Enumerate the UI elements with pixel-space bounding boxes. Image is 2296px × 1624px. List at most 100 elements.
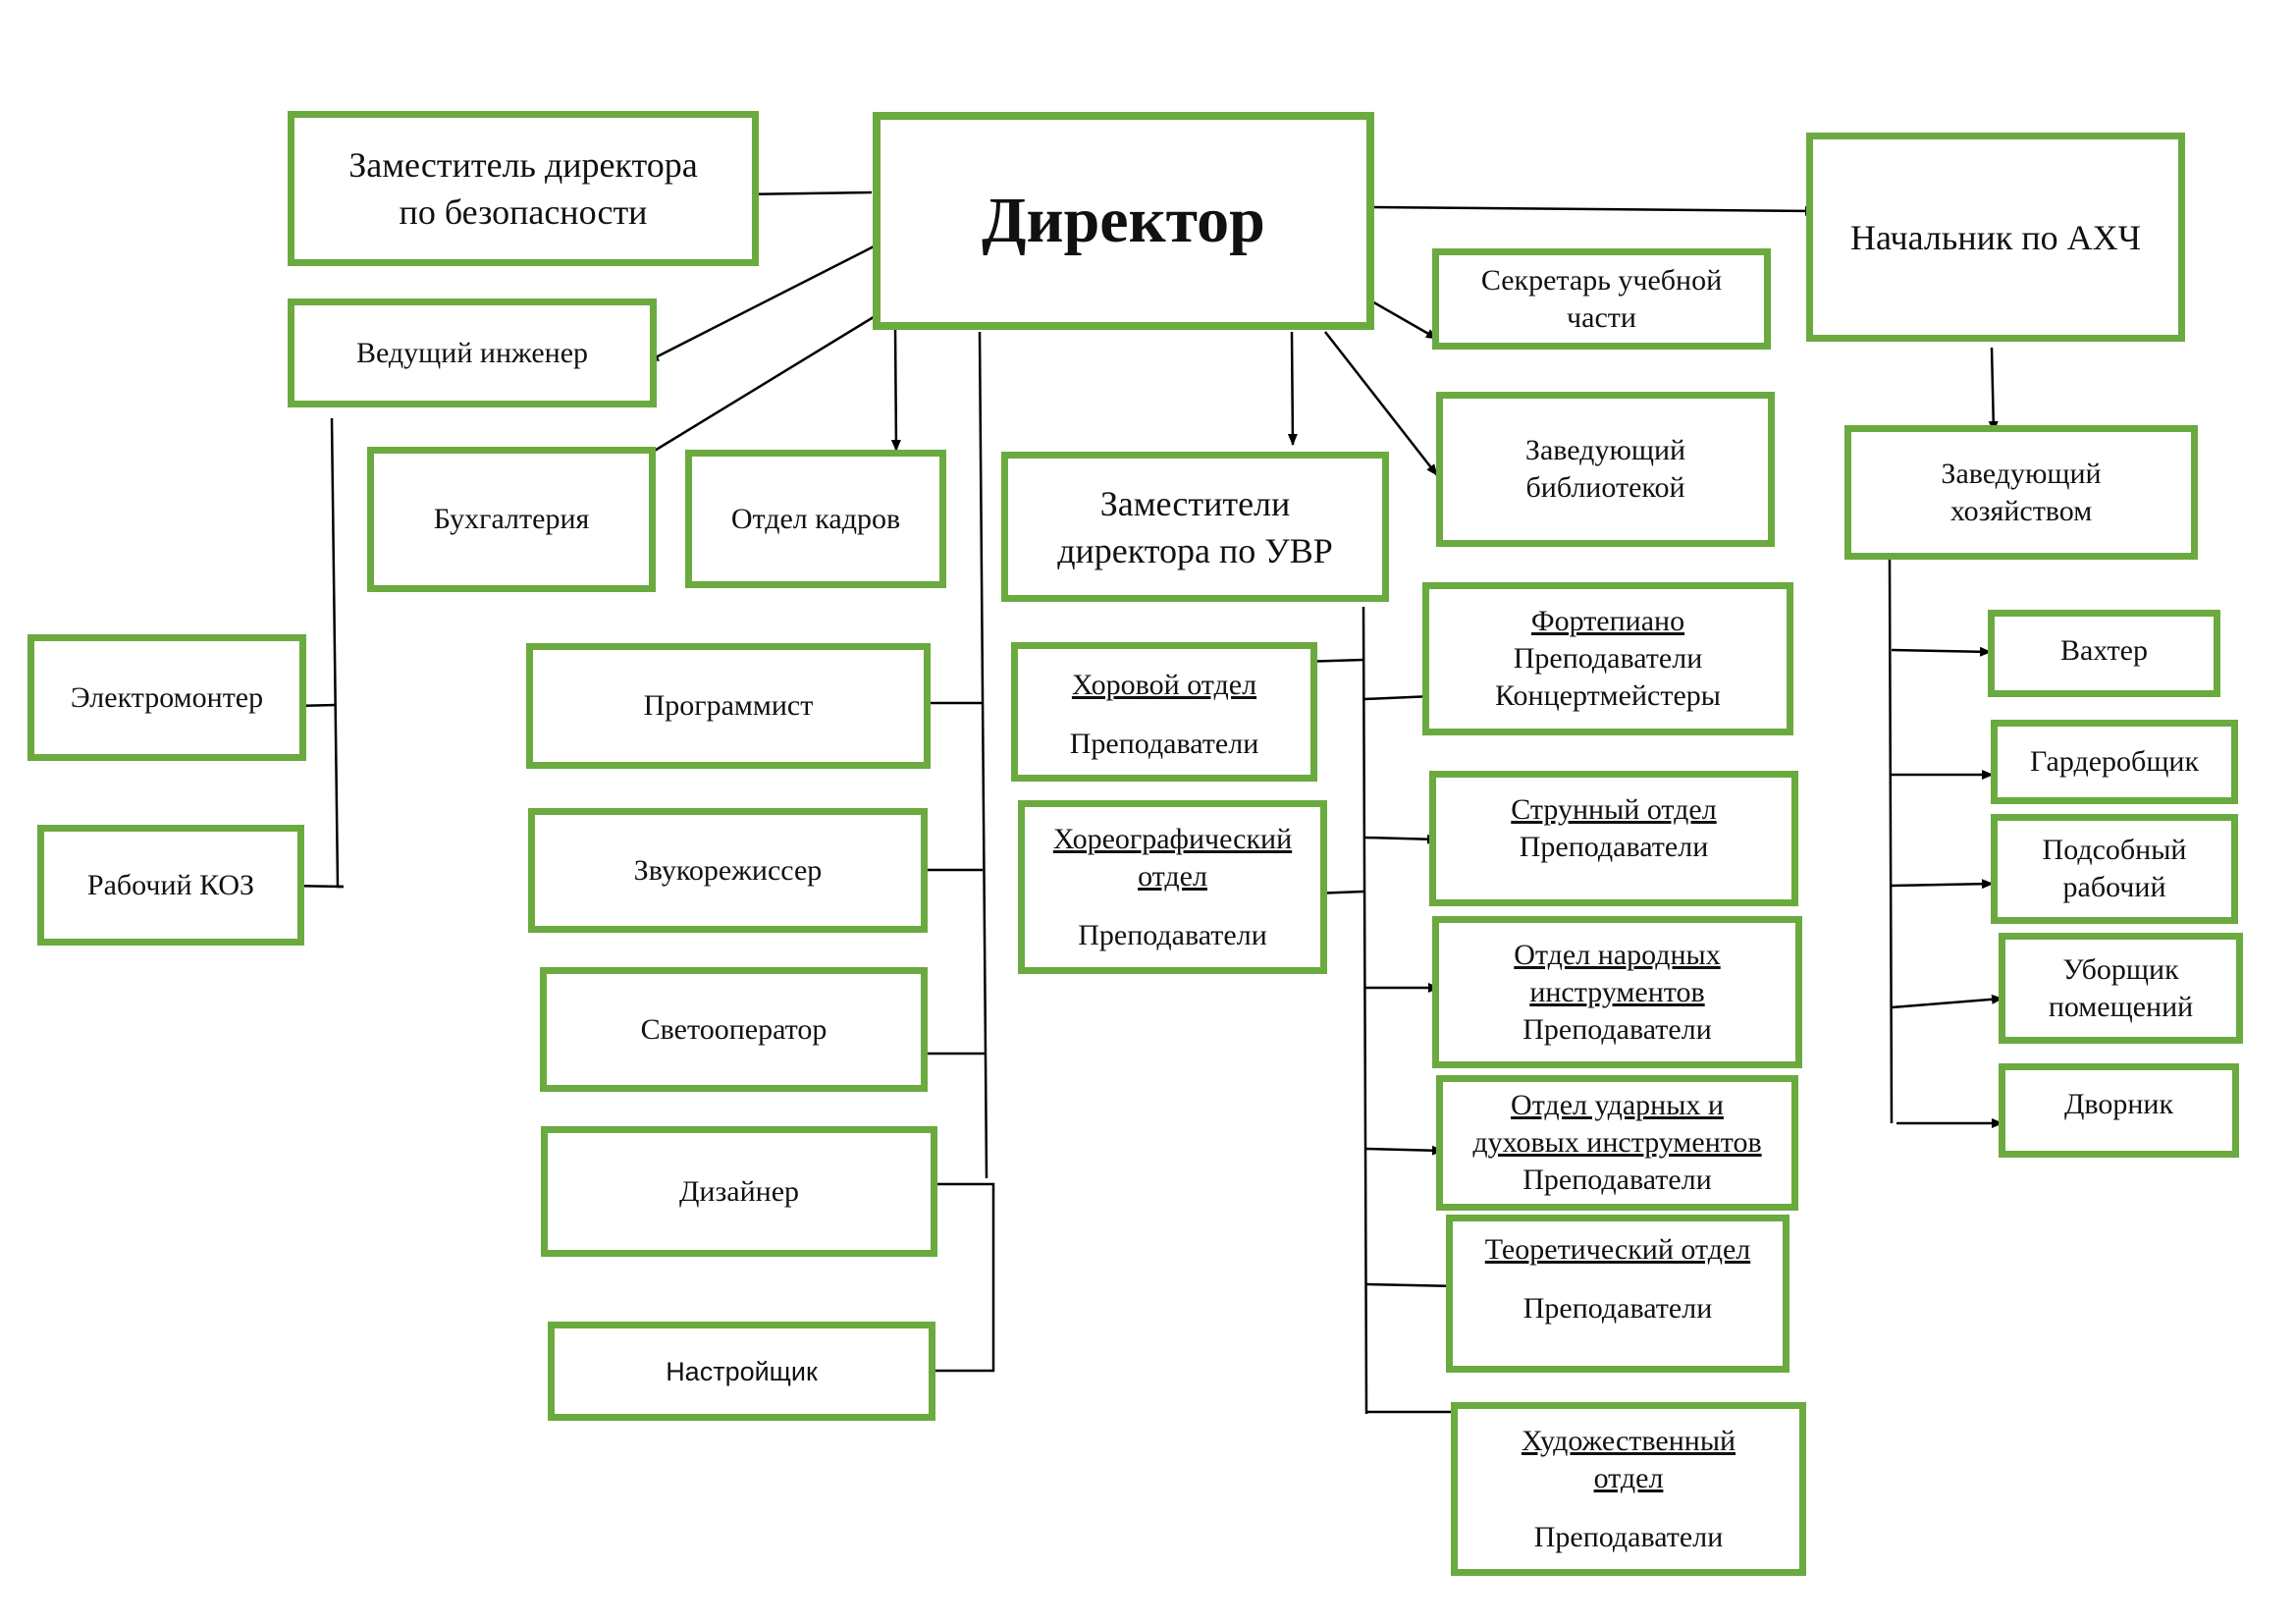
node-choir-title: Хоровой отдел — [1071, 669, 1257, 701]
arrow-director-deputy-uvr — [1287, 331, 1298, 446]
node-cloakroom: Гардеробщик — [1991, 720, 2238, 804]
line-household-branch — [1888, 559, 1894, 1124]
node-strings-title: Струнный отдел — [1511, 793, 1717, 826]
arrow-director-engineer — [647, 240, 884, 363]
node-piano-staff-line1: Преподаватели — [1513, 642, 1703, 675]
node-janitor: Дворник — [1999, 1063, 2239, 1158]
node-secretary-line1: Секретарь учебной — [1480, 263, 1723, 297]
node-tuner: Настройщик — [548, 1322, 935, 1421]
node-accounting: Бухгалтерия — [367, 447, 656, 592]
node-worker-koz-label: Рабочий КОЗ — [86, 868, 255, 901]
node-sound-engineer-label: Звукорежиссер — [633, 853, 823, 887]
node-tuner-label: Настройщик — [666, 1356, 818, 1386]
node-secretary-line2: части — [1567, 300, 1636, 334]
arrow-director-accounting — [639, 310, 882, 461]
node-strings-dept: Струнный отдел Преподаватели — [1429, 771, 1798, 906]
node-piano-title: Фортепиано — [1530, 605, 1685, 637]
node-deputy-security-line2: по безопасности — [399, 192, 648, 232]
node-light-operator: Светооператор — [540, 967, 928, 1092]
node-percussion-dept: Отдел ударных и духовых инструментов Пре… — [1436, 1075, 1798, 1211]
node-light-operator-label: Светооператор — [640, 1012, 828, 1046]
node-choreo-dept: Хореографический отдел Преподаватели — [1018, 800, 1327, 974]
arrow-ahch-household — [1988, 347, 1999, 433]
node-percussion-title-line2: духовых инструментов — [1472, 1126, 1762, 1159]
node-percussion-staff: Преподаватели — [1522, 1164, 1712, 1196]
node-director: Директор — [873, 112, 1374, 330]
arrow-to-watchman — [1891, 646, 1992, 657]
node-head-ahch: Начальник по АХЧ — [1806, 133, 2185, 342]
node-percussion-title-line1: Отдел ударных и — [1511, 1089, 1724, 1121]
arrow-to-tuner — [916, 1182, 995, 1376]
node-director-label: Директор — [982, 185, 1265, 256]
node-deputy-uvr: Заместители директора по УВР — [1001, 452, 1389, 602]
node-art-title-line2: отдел — [1593, 1461, 1664, 1494]
node-worker-koz: Рабочий КОЗ — [37, 825, 304, 946]
node-household-head: Заведующий хозяйством — [1844, 425, 2198, 560]
arrow-director-security — [737, 189, 873, 199]
node-choir-dept: Хоровой отдел Преподаватели — [1011, 642, 1317, 782]
arrow-to-theory — [1365, 1280, 1459, 1291]
node-piano-dept: Фортепиано Преподаватели Концертмейстеры — [1422, 582, 1793, 735]
node-art-title-line1: Художественный — [1521, 1424, 1736, 1457]
node-electrician-label: Электромонтер — [70, 680, 264, 714]
node-watchman-label: Вахтер — [2059, 634, 2148, 667]
node-household-head-line1: Заведующий — [1941, 457, 2102, 490]
node-librarian: Заведующий библиотекой — [1436, 392, 1775, 547]
arrow-to-strings — [1363, 834, 1439, 844]
node-accounting-label: Бухгалтерия — [433, 503, 590, 535]
node-folk-staff: Преподаватели — [1522, 1012, 1712, 1046]
node-choir-staff: Преподаватели — [1069, 728, 1259, 760]
node-choreo-title-line2: отдел — [1138, 859, 1207, 893]
arrow-director-librarian — [1324, 331, 1438, 476]
node-piano-staff-line2: Концертмейстеры — [1495, 679, 1721, 712]
arrow-to-percussion — [1364, 1145, 1444, 1156]
arrow-to-handyman — [1891, 879, 1994, 890]
node-hr: Отдел кадров — [685, 450, 946, 588]
node-librarian-line1: Заведующий — [1524, 434, 1686, 466]
node-deputy-uvr-line1: Заместители — [1099, 483, 1291, 523]
node-head-ahch-label: Начальник по АХЧ — [1850, 217, 2141, 257]
node-programmer: Программист — [526, 643, 931, 769]
arrow-to-piano — [1363, 691, 1434, 702]
node-folk-dept: Отдел народных инструментов Преподавател… — [1432, 916, 1802, 1068]
node-librarian-line2: библиотекой — [1525, 471, 1685, 504]
node-electrician: Электромонтер — [27, 634, 306, 761]
node-folk-title-line2: инструментов — [1529, 975, 1705, 1008]
node-deputy-uvr-line2: директора по УВР — [1057, 530, 1333, 570]
node-handyman: Подсобный рабочий — [1991, 814, 2238, 924]
node-designer: Дизайнер — [541, 1126, 937, 1257]
node-lead-engineer: Ведущий инженер — [288, 298, 657, 407]
node-theory-title: Теоретический отдел — [1484, 1233, 1751, 1266]
arrow-director-ahch — [1368, 205, 1817, 216]
node-household-head-line2: хозяйством — [1949, 494, 2093, 527]
node-secretary: Секретарь учебной части — [1432, 248, 1771, 350]
arrow-to-cleaner — [1891, 994, 2003, 1009]
line-engineer-branch — [330, 417, 344, 889]
node-cleaner: Уборщик помещений — [1999, 933, 2243, 1044]
node-watchman: Вахтер — [1988, 610, 2220, 697]
node-designer-label: Дизайнер — [678, 1174, 800, 1208]
node-folk-title-line1: Отдел народных — [1514, 938, 1721, 971]
node-handyman-line1: Подсобный — [2042, 834, 2187, 866]
node-theory-dept: Теоретический отдел Преподаватели — [1446, 1215, 1789, 1373]
node-art-staff: Преподаватели — [1533, 1520, 1724, 1553]
node-programmer-label: Программист — [643, 689, 814, 722]
line-director-media-branch — [978, 331, 988, 1179]
node-hr-label: Отдел кадров — [730, 502, 901, 535]
arrow-director-hr — [890, 326, 901, 452]
node-sound-engineer: Звукорежиссер — [528, 808, 928, 933]
node-deputy-security: Заместитель директора по безопасности — [288, 111, 759, 266]
node-cleaner-line2: помещений — [2048, 990, 2194, 1023]
node-art-dept: Художественный отдел Преподаватели — [1451, 1402, 1806, 1576]
node-deputy-security-line1: Заместитель директора — [348, 145, 698, 185]
node-choreo-title-line1: Хореографический — [1052, 822, 1293, 855]
node-cleaner-line1: Уборщик — [2062, 952, 2179, 986]
node-handyman-line2: рабочий — [2062, 871, 2166, 903]
line-uvr-branch — [1362, 606, 1368, 1415]
node-theory-staff: Преподаватели — [1522, 1292, 1713, 1325]
node-choreo-staff: Преподаватели — [1078, 918, 1267, 951]
arrow-director-secretary — [1369, 298, 1438, 341]
node-lead-engineer-label: Ведущий инженер — [355, 336, 589, 369]
node-strings-staff: Преподаватели — [1519, 831, 1709, 863]
